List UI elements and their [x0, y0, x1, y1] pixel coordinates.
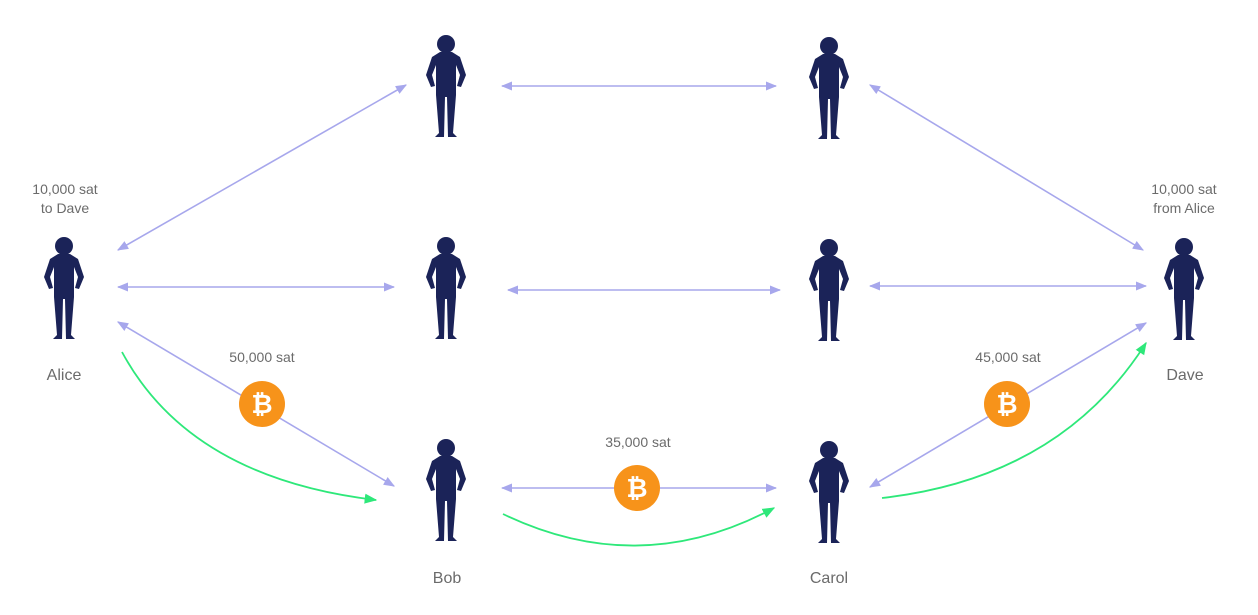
- alice-note-line2: to Dave: [41, 200, 89, 216]
- alice-note-line1: 10,000 sat: [32, 181, 97, 197]
- person-mid-right-icon: [809, 239, 849, 341]
- svg-text:₿: ₿: [251, 390, 272, 420]
- coins: ₿ ₿ ₿: [239, 381, 1030, 511]
- nodes: [44, 35, 1204, 543]
- channel-top-right-dave: [869, 84, 1144, 251]
- bitcoin-icon-alice-bob: ₿: [239, 381, 285, 427]
- person-mid-left-icon: [426, 237, 466, 339]
- payment-bob-carol-label: 35,000 sat: [605, 434, 670, 450]
- route-bob-carol: [502, 507, 776, 547]
- dave-name-label: Dave: [1166, 367, 1203, 384]
- bitcoin-icon-bob-carol: ₿: [614, 465, 660, 511]
- channel-alice-top-left: [117, 84, 407, 251]
- person-carol-icon: [809, 441, 849, 543]
- carol-name-label: Carol: [810, 570, 848, 587]
- channels: [116, 81, 1148, 493]
- bitcoin-icon-carol-dave: ₿: [984, 381, 1030, 427]
- labels: 10,000 sat to Dave 10,000 sat from Alice…: [32, 181, 1216, 587]
- dave-note-line2: from Alice: [1153, 200, 1215, 216]
- route-alice-bob: [121, 351, 378, 504]
- dave-note-line1: 10,000 sat: [1151, 181, 1216, 197]
- payment-alice-bob-label: 50,000 sat: [229, 349, 294, 365]
- person-dave-icon: [1164, 238, 1204, 340]
- person-alice-icon: [44, 237, 84, 339]
- payment-route: [121, 341, 1147, 547]
- payment-carol-dave-label: 45,000 sat: [975, 349, 1040, 365]
- svg-text:₿: ₿: [996, 390, 1017, 420]
- person-bob-icon: [426, 439, 466, 541]
- person-top-left-icon: [426, 35, 466, 137]
- svg-text:₿: ₿: [626, 474, 647, 504]
- person-top-right-icon: [809, 37, 849, 139]
- bob-name-label: Bob: [433, 570, 462, 587]
- route-carol-dave: [881, 341, 1147, 499]
- alice-name-label: Alice: [47, 367, 82, 384]
